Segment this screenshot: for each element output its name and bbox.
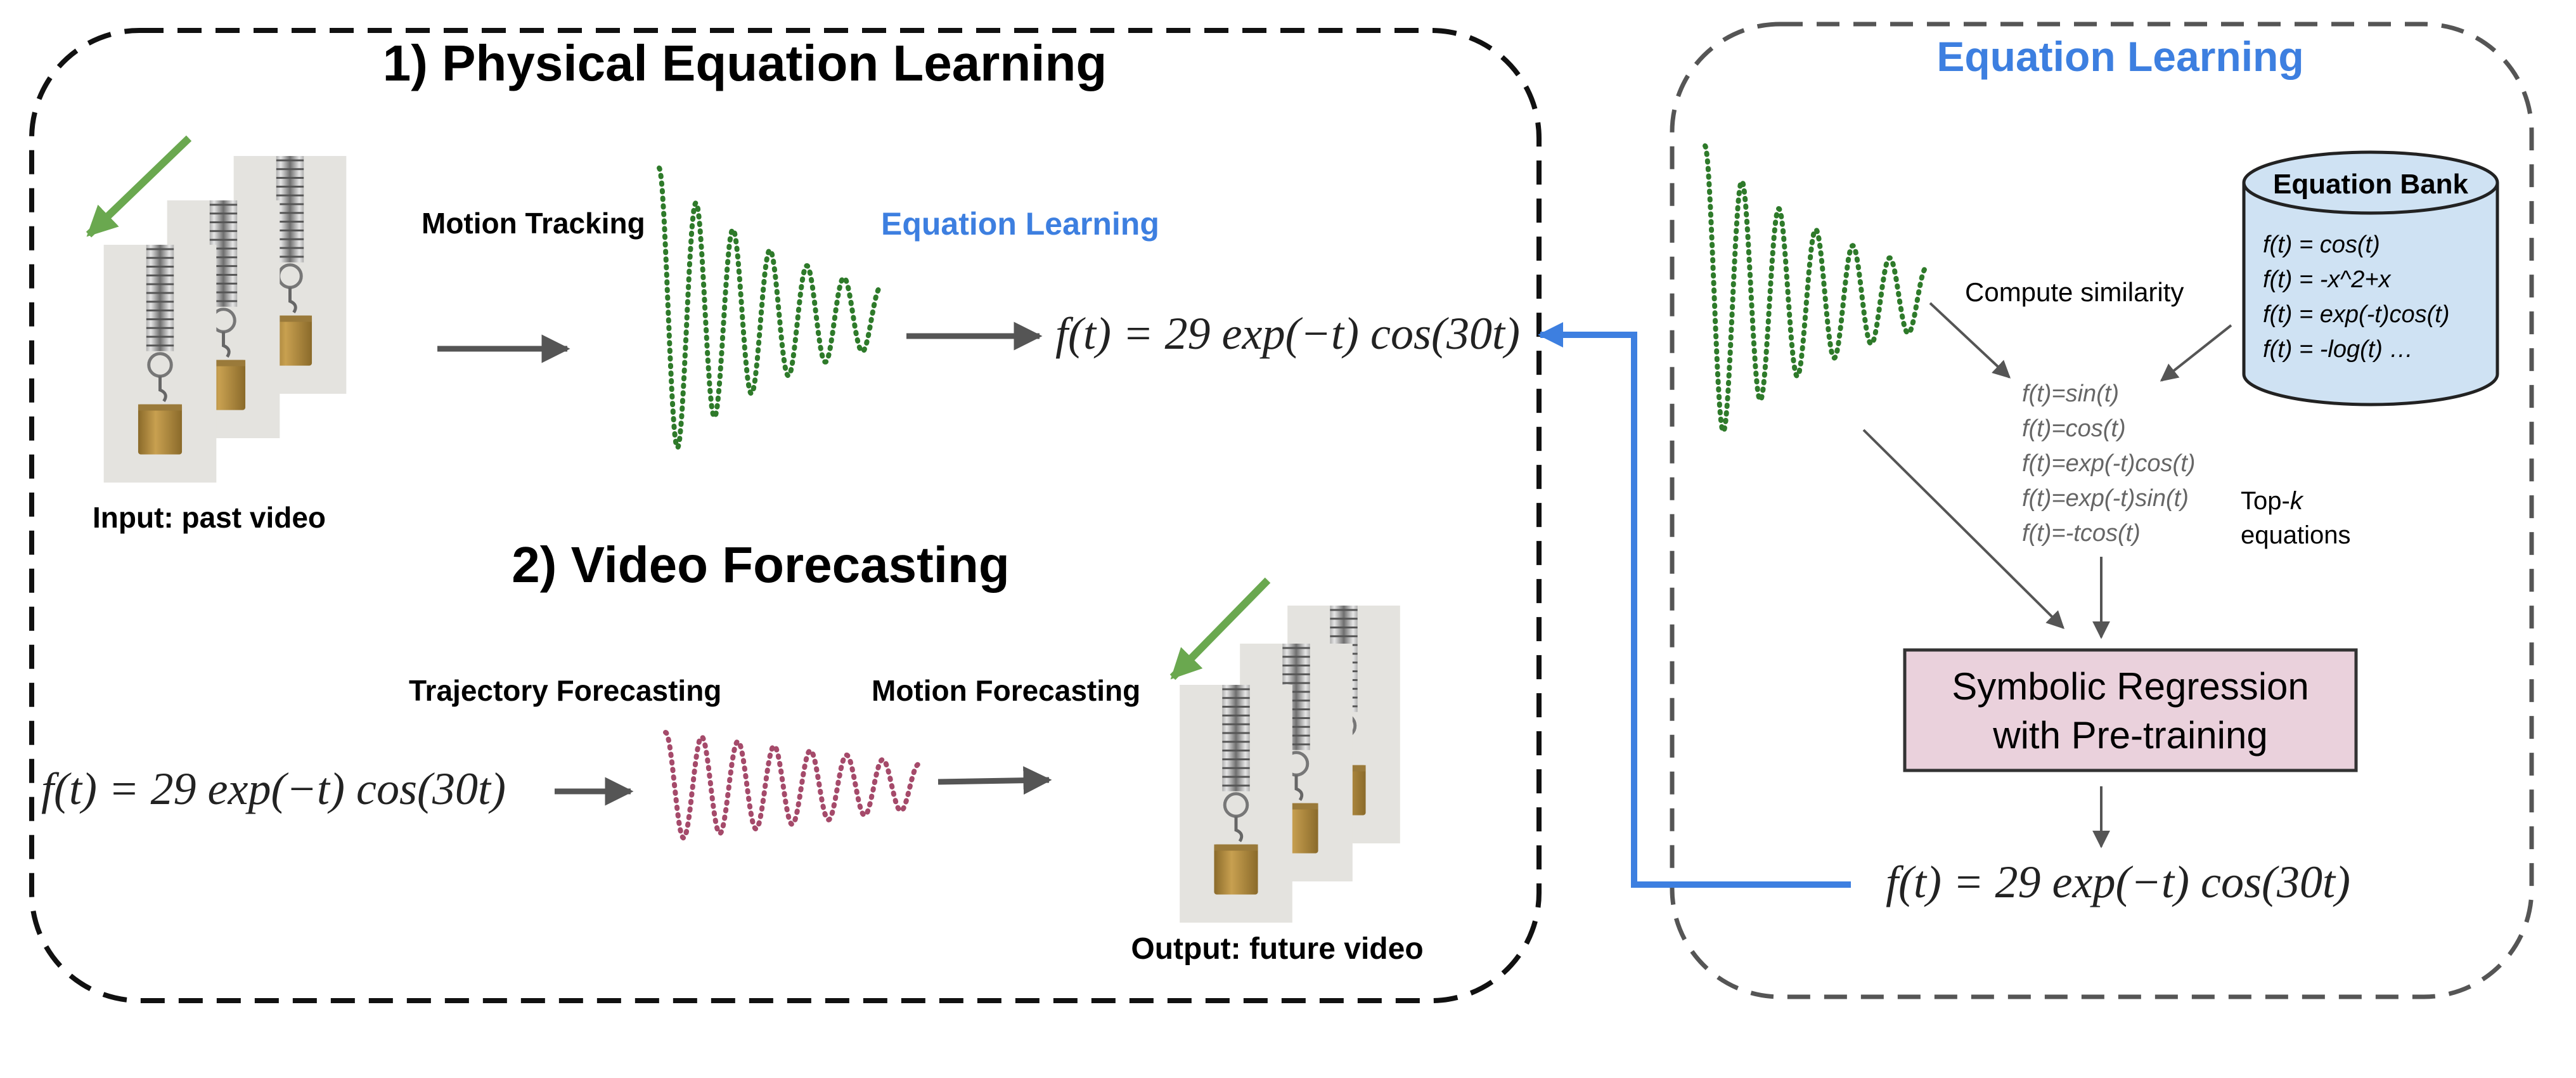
motion-tracking-label: Motion Tracking xyxy=(422,207,645,240)
candidate-equation: f(t)=cos(t) xyxy=(2022,415,2126,442)
spring-mass-video-frame-icon xyxy=(1180,685,1292,923)
right-panel-title: Equation Learning xyxy=(1936,33,2303,80)
candidate-equation: f(t)=exp(-t)sin(t) xyxy=(2022,485,2189,512)
forecast-title: 2) Video Forecasting xyxy=(512,536,1009,593)
bank-item: f(t) = cos(t) xyxy=(2263,231,2380,258)
green-pointer-arrow-icon xyxy=(86,135,192,238)
topk-label-prefix: Top- xyxy=(2241,487,2290,515)
spring-mass-video-frame-icon xyxy=(104,245,217,483)
output-equation: f(t) = 29 exp(−t) cos(30t) xyxy=(1886,857,2350,907)
forecast-equation: f(t) = 29 exp(−t) cos(30t) xyxy=(41,763,506,814)
input-video-stack xyxy=(104,156,347,483)
bank-item: f(t) = exp(-t)cos(t) xyxy=(2263,301,2450,328)
topk-label-line2: equations xyxy=(2241,521,2350,549)
candidate-equation: f(t)=-tcos(t) xyxy=(2022,520,2141,547)
cylinder-database-icon xyxy=(2242,150,2499,406)
query-trajectory-wave xyxy=(1703,143,1929,434)
arrow-wave-to-regression xyxy=(1862,429,2064,629)
arrow-trajectory-to-video xyxy=(937,766,1052,795)
symbolic-regression-line2: with Pre-training xyxy=(1992,714,2268,757)
topk-label: Top-k xyxy=(2241,487,2304,515)
feedback-arrow xyxy=(1538,322,1851,888)
right-panel-border xyxy=(1670,22,2534,999)
learned-equation: f(t) = 29 exp(−t) cos(30t) xyxy=(1055,308,1520,359)
symbolic-regression-box xyxy=(1903,648,2358,772)
symbolic-regression-line1: Symbolic Regression xyxy=(1952,665,2309,708)
candidate-equation: f(t)=exp(-t)cos(t) xyxy=(2022,450,2195,477)
motion-forecasting-label: Motion Forecasting xyxy=(872,674,1140,707)
bank-item: f(t) = -log(t) … xyxy=(2263,336,2414,363)
equation-learning-label-left: Equation Learning xyxy=(881,206,1159,242)
left-panel-border xyxy=(29,28,1542,1003)
input-caption: Input: past video xyxy=(93,501,326,534)
candidate-equation: f(t)=sin(t) xyxy=(2022,380,2119,407)
output-video-stack xyxy=(1180,606,1400,923)
arrow-wave-to-candidates xyxy=(1929,302,2011,379)
green-pointer-arrow-icon xyxy=(1169,577,1271,680)
compute-similarity-label: Compute similarity xyxy=(1965,277,2184,307)
forecast-trajectory-wave xyxy=(663,730,922,841)
bank-item: f(t) = -x^2+x xyxy=(2263,266,2392,293)
output-caption: Output: future video xyxy=(1131,932,1423,966)
equation-bank-title: Equation Bank xyxy=(2273,169,2469,200)
left-panel-title: 1) Physical Equation Learning xyxy=(383,35,1107,91)
arrow-bank-to-candidates xyxy=(2160,324,2232,382)
topk-label-k: k xyxy=(2290,487,2304,515)
trajectory-forecasting-label: Trajectory Forecasting xyxy=(409,674,721,707)
tracked-trajectory-wave xyxy=(657,166,884,451)
